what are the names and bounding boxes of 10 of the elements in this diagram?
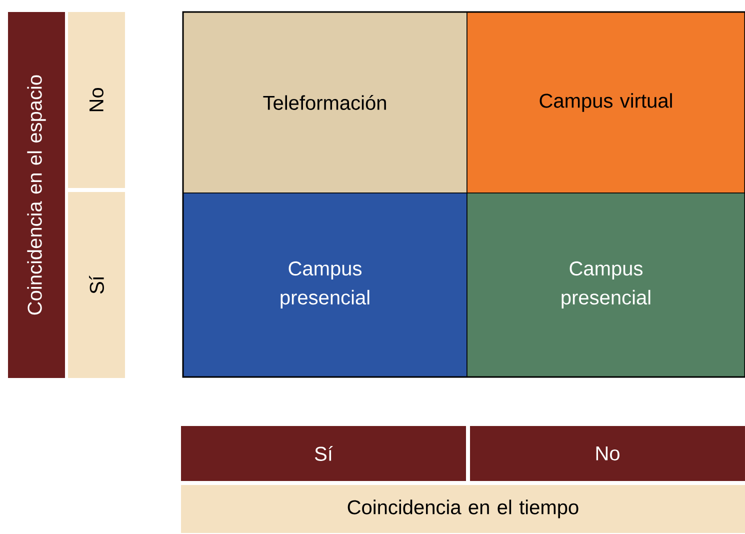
axis-label-box: No — [68, 12, 125, 188]
axis-label-box: No — [470, 426, 745, 481]
axis-label-box: Sí — [68, 192, 125, 378]
quadrant-box: Campus presencial — [466, 192, 745, 378]
quadrant-box: Campus presencial — [182, 192, 468, 378]
quadrant-box: Teleformación — [182, 12, 468, 194]
axis-label-box: Sí — [181, 426, 466, 481]
axis-bar: Coincidencia en el tiempo — [181, 484, 745, 533]
axis-bar: Coincidencia en el espacio — [8, 12, 65, 378]
quadrant-box: Campus virtual — [466, 12, 745, 194]
